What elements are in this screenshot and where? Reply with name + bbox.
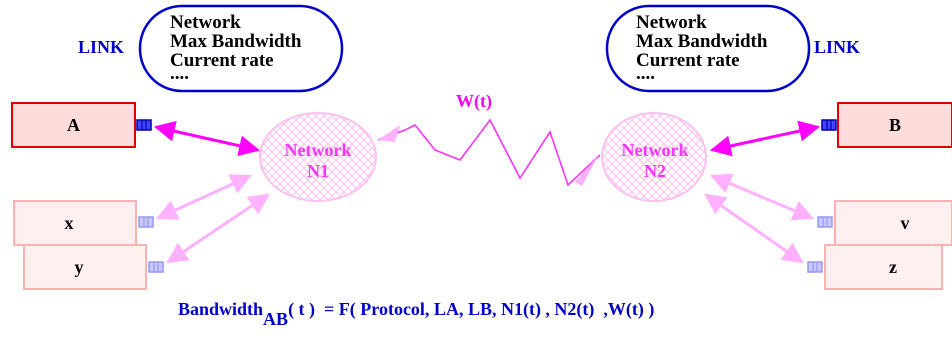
- arrow-z-n2: [704, 193, 804, 264]
- formula-subscript: AB: [263, 309, 289, 329]
- arrow-a-n1: [153, 120, 261, 157]
- port-x-icon: [138, 216, 154, 228]
- wan-arrow-right: [575, 156, 598, 186]
- link-info-bubble-left: [138, 4, 344, 93]
- arrow-v-n2: [710, 173, 814, 221]
- link-info-right-current-rate: Current rate: [636, 50, 740, 71]
- arrow-x-n1: [156, 174, 252, 220]
- arrow-y-n1: [166, 193, 270, 264]
- wan-label: W(t): [456, 91, 492, 111]
- node-y-box[interactable]: [23, 244, 147, 290]
- network-n2-name: N2: [644, 161, 666, 181]
- port-z-icon: [807, 261, 823, 273]
- network-n1-cloud: [259, 112, 377, 202]
- node-b-box[interactable]: [837, 102, 952, 148]
- network-n2-title: Network: [621, 140, 689, 160]
- node-v-box[interactable]: [834, 200, 952, 246]
- network-n1-label: Network N1: [262, 140, 374, 182]
- link-info-left: Network Max Bandwidth Current rate ....: [170, 13, 301, 83]
- link-info-left-ellipsis: ....: [170, 63, 189, 84]
- network-n2-cloud: [601, 112, 707, 202]
- node-b-label: B: [888, 115, 901, 135]
- link-info-left-max-bandwidth: Max Bandwidth: [170, 31, 302, 52]
- link-label-right: LINK: [814, 37, 861, 57]
- node-v-label: v: [900, 213, 910, 233]
- port-a-icon: [136, 119, 152, 131]
- port-y-icon: [148, 261, 164, 273]
- port-b-icon: [821, 119, 837, 131]
- link-info-right-max-bandwidth: Max Bandwidth: [636, 31, 768, 52]
- node-a-label: A: [67, 115, 80, 135]
- arrow-b-n2: [709, 120, 821, 157]
- network-n1-name: N1: [307, 161, 329, 181]
- link-info-left-current-rate: Current rate: [170, 50, 274, 71]
- network-n1-title: Network: [284, 140, 352, 160]
- link-info-right-network: Network: [636, 12, 707, 33]
- link-info-left-network: Network: [170, 12, 241, 33]
- network-n2-label: Network N2: [600, 140, 710, 182]
- formula-lead: Bandwidth: [178, 299, 264, 319]
- wan-arrow-left: [378, 125, 400, 142]
- formula-rest: ( t ) = F( Protocol, LA, LB, N1(t) , N2(…: [288, 299, 655, 319]
- port-v-icon: [817, 216, 833, 228]
- node-x-label: x: [64, 213, 74, 233]
- link-label-left: LINK: [78, 37, 125, 57]
- node-y-label: y: [74, 257, 84, 277]
- bandwidth-formula: BandwidthAB( t ) = F( Protocol, LA, LB, …: [178, 299, 655, 328]
- wan-zigzag-line: [377, 118, 601, 187]
- node-a-box[interactable]: [11, 102, 136, 148]
- link-info-right-ellipsis: ....: [636, 63, 655, 84]
- link-info-right: Network Max Bandwidth Current rate ....: [636, 13, 767, 83]
- link-info-bubble-right: [605, 4, 811, 93]
- node-z-box[interactable]: [824, 244, 943, 290]
- node-z-label: z: [889, 257, 897, 277]
